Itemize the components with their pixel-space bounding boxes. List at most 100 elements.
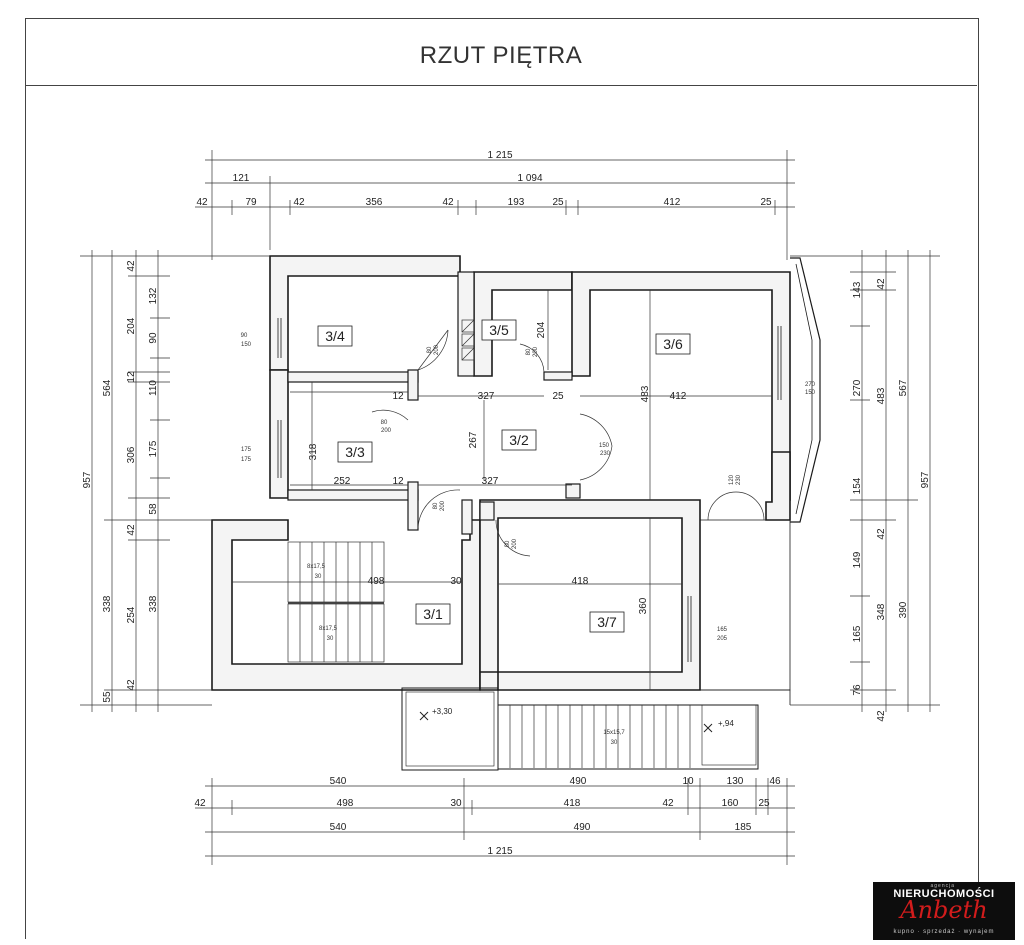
dim-right-483: 483 [876, 387, 887, 404]
dim-bot-540a: 540 [330, 776, 347, 787]
dim-top-79: 79 [245, 197, 257, 208]
dim-top-42c: 42 [442, 197, 454, 208]
dims-top: 1 215 121 1 094 42 79 42 356 42 193 25 4… [196, 150, 772, 208]
stairs1-a: 8x17,5 [307, 564, 326, 570]
dim-left-338b: 338 [148, 595, 159, 612]
door34-a: 80 [427, 346, 433, 353]
dim-left-58: 58 [148, 503, 159, 515]
win33-a: 175 [241, 447, 252, 453]
dim-room36-w: 412 [670, 391, 687, 402]
dims-right: 957 567 390 42 483 42 348 42 143 270 154… [852, 278, 931, 722]
room-label-3-7: 3/7 [597, 614, 617, 630]
doors [371, 329, 765, 557]
logo-tagline: agencja [930, 883, 955, 889]
dim-left-42b: 42 [126, 524, 137, 536]
dim-left-132: 132 [148, 287, 159, 304]
dim-12b: 12 [392, 476, 404, 487]
stairs2-a: 8x17,5 [319, 626, 338, 632]
dim-top-412: 412 [664, 197, 681, 208]
dim-bot-46: 46 [769, 776, 781, 787]
dim-room37-w: 418 [572, 576, 589, 587]
dim-top-193: 193 [508, 197, 525, 208]
dim-bot-10: 10 [682, 776, 694, 787]
dim-room33-h: 318 [308, 443, 319, 460]
level-upper: +3,30 [432, 707, 453, 716]
logo-name: Anbeth [900, 896, 988, 924]
dim-bot-30: 30 [450, 798, 462, 809]
opening-labels: 90 150 175 175 270 150 165 205 80 200 80… [241, 333, 816, 746]
dim-left-55: 55 [102, 691, 113, 703]
dim-left-254: 254 [126, 606, 137, 623]
stairs [287, 319, 691, 768]
win34-b: 150 [241, 342, 252, 348]
dim-room33-w: 252 [334, 476, 351, 487]
dim-bot-490a: 490 [570, 776, 587, 787]
dim-right-390: 390 [898, 601, 909, 618]
dim-bot-160: 160 [722, 798, 739, 809]
dim-bot-418: 418 [564, 798, 581, 809]
stairs-ext-a: 15x15,7 [603, 730, 625, 736]
doorbal-a: 120 [729, 474, 735, 485]
level-markers: +3,30 +,94 [419, 707, 734, 733]
dim-top-42b: 42 [293, 197, 305, 208]
dim-room36-h: 483 [640, 385, 651, 402]
dim-left-204: 204 [126, 317, 137, 334]
logo-company: NIERUCHOMOŚCI [893, 888, 995, 900]
stairs-ext-b: 30 [611, 740, 618, 746]
dim-top-42a: 42 [196, 197, 208, 208]
stairs2-b: 30 [327, 636, 334, 642]
dim-top-1094: 1 094 [517, 173, 542, 184]
room-label-3-1: 3/1 [423, 606, 443, 622]
dim-right-149: 149 [852, 551, 863, 568]
dim-room37-h: 360 [638, 597, 649, 614]
agency-logo: agencja NIERUCHOMOŚCI Anbeth kupno · spr… [873, 882, 1015, 940]
dim-left-12: 12 [126, 371, 137, 383]
doorbal-b: 230 [736, 474, 742, 485]
level-lower: +,94 [718, 719, 734, 728]
walls [211, 255, 821, 771]
interior-dims: 204 483 412 318 252 12 12 327 327 25 267… [308, 321, 687, 614]
dim-bot-42a: 42 [194, 798, 206, 809]
dim-left-175: 175 [148, 440, 159, 457]
dim-bot-540b: 540 [330, 822, 347, 833]
dim-room31-w: 498 [368, 576, 385, 587]
room-label-3-4: 3/4 [325, 328, 345, 344]
logo-subtitle: kupno · sprzedaż · wynajem [893, 929, 995, 935]
win37-a: 165 [717, 627, 728, 633]
room-label-3-5: 3/5 [489, 322, 509, 338]
dim-left-338a: 338 [102, 595, 113, 612]
room-label-3-3: 3/3 [345, 444, 365, 460]
dims-bottom: 540 490 10 130 46 42 498 30 418 42 160 2… [194, 776, 781, 857]
dim-left-564: 564 [102, 379, 113, 396]
door32-b: 230 [600, 451, 611, 457]
dim-top-121: 121 [233, 173, 250, 184]
dim-right-143: 143 [852, 281, 863, 298]
dim-left-90: 90 [148, 332, 159, 344]
dimension-lines [80, 150, 940, 865]
door32-a: 150 [599, 443, 610, 449]
dim-right-42b: 42 [876, 528, 887, 540]
door37-b: 200 [512, 538, 518, 549]
dim-right-957: 957 [920, 471, 931, 488]
dim-left-110: 110 [148, 380, 159, 396]
dim-bot-25: 25 [758, 798, 770, 809]
door31-b: 200 [440, 500, 446, 511]
dim-bot-total: 1 215 [487, 846, 512, 857]
dim-right-154: 154 [852, 477, 863, 494]
room-label-3-6: 3/6 [663, 336, 683, 352]
door33-a: 80 [381, 420, 388, 426]
dim-right-76: 76 [852, 684, 863, 696]
dim-room31-30: 30 [450, 576, 462, 587]
door34-b: 200 [434, 344, 440, 355]
dim-bot-130: 130 [727, 776, 744, 787]
dim-left-42c: 42 [126, 679, 137, 691]
dim-right-42c: 42 [876, 710, 887, 722]
room-label-3-2: 3/2 [509, 432, 529, 448]
dim-bot-490b: 490 [574, 822, 591, 833]
dim-top-total: 1 215 [487, 150, 512, 161]
dim-left-957: 957 [82, 471, 93, 488]
dim-right-42a: 42 [876, 278, 887, 290]
dim-left-42a: 42 [126, 260, 137, 272]
page-title: RZUT PIĘTRA [419, 42, 583, 69]
